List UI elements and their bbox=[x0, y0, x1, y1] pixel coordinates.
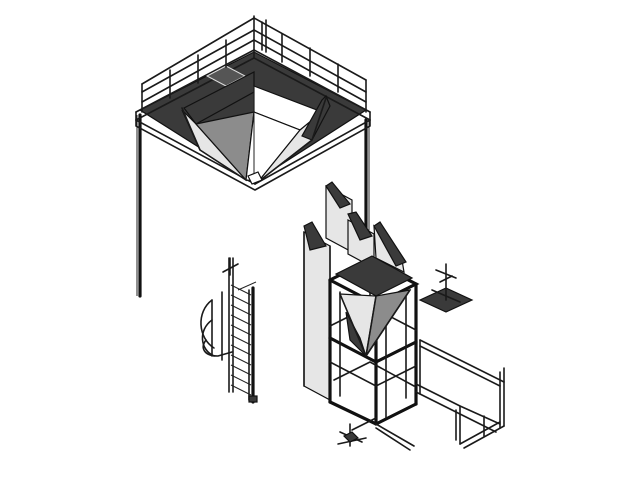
hopper-funnel bbox=[181, 71, 331, 185]
hopper-platform bbox=[135, 15, 371, 298]
platform-guard-rail bbox=[141, 15, 367, 113]
base-bracket bbox=[337, 417, 377, 447]
base-guard-rail bbox=[375, 339, 505, 451]
ladder-cage bbox=[200, 291, 233, 361]
frame-structure bbox=[303, 181, 474, 426]
ladder-rungs bbox=[230, 281, 257, 396]
side-plates bbox=[303, 181, 407, 402]
access-ladder bbox=[200, 257, 258, 404]
ladder-rails bbox=[222, 257, 258, 404]
side-bracket bbox=[418, 263, 474, 313]
inner-hopper bbox=[334, 255, 414, 359]
